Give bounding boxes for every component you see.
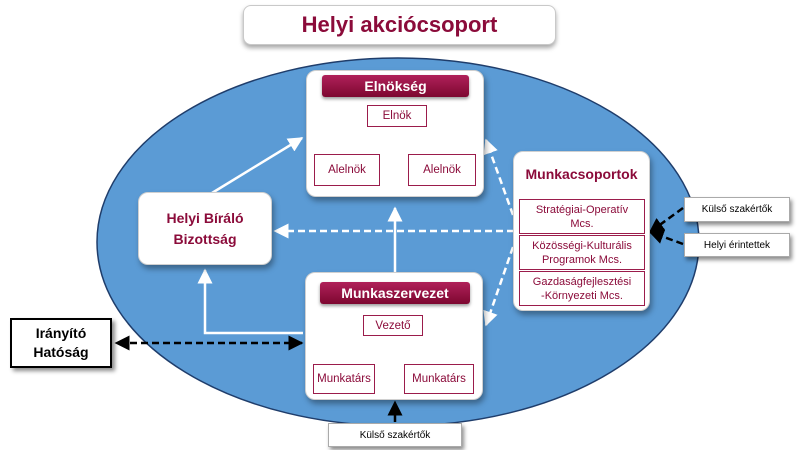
alelnok-right-node: Alelnök (408, 154, 476, 186)
helyi-erintettek-box: Helyi érintettek (684, 233, 790, 257)
black-dashed-connectors (114, 206, 684, 422)
arrow-biralo-to-elnokseg (211, 136, 304, 195)
munkatars-right-node: Munkatárs (404, 364, 474, 394)
vezeto-node: Vezető (363, 315, 423, 336)
munkacsoportok-header: Munkacsoportok (525, 166, 638, 182)
munkatars-left-node: Munkatárs (313, 364, 375, 394)
iranyito-line1: Irányító (35, 325, 87, 341)
biralo-line2: Bizottság (173, 230, 237, 247)
munkacsoport-item: Stratégiai-Operatív Mcs. (519, 199, 645, 234)
solid-connectors (197, 136, 403, 335)
munkaszervezet-header: Munkaszervezet (320, 282, 470, 304)
alelnok-left-node: Alelnök (314, 154, 380, 186)
kulso-szakertok-bottom-box: Külső szakértők (328, 423, 462, 447)
arrow-munkacsoportok-to-munkaszervezet (483, 246, 515, 327)
biralo-bizottsag-panel: Helyi Bíráló Bizottság (138, 192, 272, 265)
iranyito-line2: Hatóság (33, 344, 89, 360)
arrow-kulso-to-munkacsoportok (648, 206, 684, 234)
page-title: Helyi akciócsoport (243, 5, 556, 45)
dashed-connectors (273, 138, 515, 327)
arrow-munkacsoportok-to-elnokseg (483, 138, 515, 216)
munkacsoport-item: Gazdaságfejlesztési -Környezeti Mcs. (519, 271, 645, 306)
elnok-node: Elnök (367, 105, 427, 127)
biralo-line1: Helyi Bíráló (166, 209, 244, 226)
arrow-helyi-to-munkacsoportok (648, 229, 684, 246)
kulso-szakertok-right-box: Külső szakértők (684, 197, 790, 222)
arrow-munkaszervezet-to-biralo (197, 268, 303, 335)
elnokseg-header: Elnökség (322, 75, 469, 97)
munkacsoport-item: Közösségi-Kulturális Programok Mcs. (519, 235, 645, 270)
iranyito-hatosag-box: Irányító Hatóság (10, 318, 112, 368)
